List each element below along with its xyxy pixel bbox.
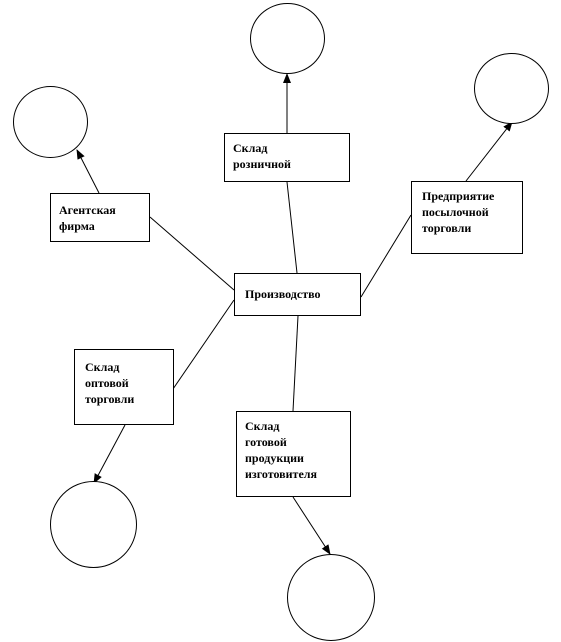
link-production-agent-firm [149,216,235,291]
arrow-wholesale-warehouse-circle [93,424,126,484]
arrow-agent-firm-circle [76,149,100,194]
circle-top-right [474,53,549,124]
retail-warehouse-box: Склад розничной [224,133,350,182]
link-production-retail-warehouse [286,181,298,274]
link-production-wholesale-warehouse [172,299,235,390]
link-production-mail-order [360,214,412,298]
link-production-finished-goods [292,315,299,412]
wholesale-warehouse-box: Склад оптовой торговли [74,349,174,425]
circle-top [250,3,325,74]
circle-bottom [287,554,375,641]
arrow-finished-goods-circle [292,496,331,555]
mail-order-box: Предприятие посылочной торговли [411,181,523,254]
finished-goods-warehouse-box: Склад готовой продукции изготовителя [236,411,351,497]
arrow-mail-order-circle [465,121,513,182]
production-box: Производство [234,273,361,316]
agent-firm-box: Агентская фирма [50,193,150,242]
circle-left [13,86,88,158]
circle-bottom-left [50,481,137,568]
